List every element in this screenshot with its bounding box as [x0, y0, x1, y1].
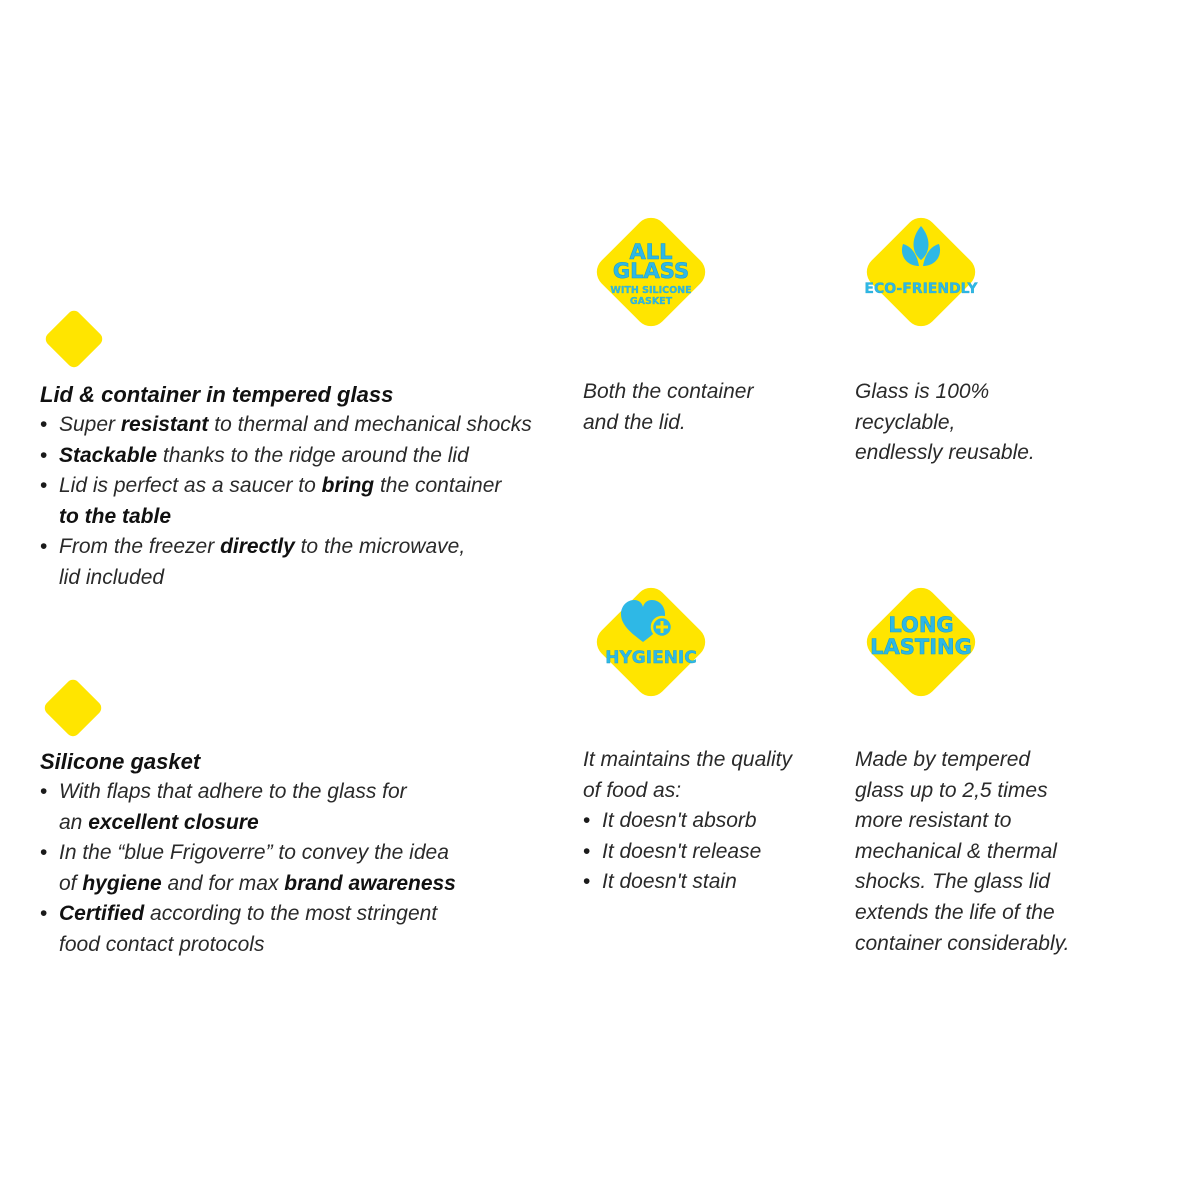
silicone-gasket-title: Silicone gasket [40, 749, 201, 774]
all-glass-line4: GASKET [630, 296, 673, 307]
long-lasting-line1: LONG [888, 613, 953, 637]
list-item: In the “blue Frigoverre” to convey the i… [40, 838, 560, 899]
list-item: With flaps that adhere to the glass fora… [40, 777, 560, 838]
list-item: From the freezer directly to the microwa… [40, 532, 570, 593]
eco-friendly-badge: ECO-FRIENDLY [851, 202, 991, 342]
leaves-icon [901, 226, 941, 266]
all-glass-line1: ALL [629, 240, 672, 264]
eco-friendly-label: ECO-FRIENDLY [864, 281, 978, 297]
list-item: Certified according to the most stringen… [40, 899, 560, 960]
tempered-glass-title: Lid & container in tempered glass [40, 382, 394, 407]
hygienic-description: It maintains the quality of food as: It … [583, 745, 833, 898]
eco-friendly-description: Glass is 100% recyclable, endlessly reus… [855, 380, 1035, 465]
list-item: Stackable thanks to the ridge around the… [40, 441, 570, 472]
all-glass-description: Both the container and the lid. [583, 380, 754, 434]
list-item: It doesn't release [583, 837, 833, 868]
hygienic-label: HYGIENIC [605, 648, 696, 668]
section-diamond-icon [41, 676, 105, 740]
heart-plus-icon [621, 600, 674, 642]
all-glass-badge: ALL GLASS WITH SILICONE GASKET [581, 202, 721, 342]
long-lasting-badge: LONG LASTING [851, 572, 991, 712]
list-item: Lid is perfect as a saucer to bring the … [40, 471, 570, 532]
all-glass-line2: GLASS [613, 259, 689, 283]
section-diamond-icon [42, 307, 106, 371]
list-item: It doesn't stain [583, 867, 833, 898]
list-item: Super resistant to thermal and mechanica… [40, 410, 570, 441]
all-glass-line3: WITH SILICONE [610, 285, 691, 296]
tempered-glass-list: Super resistant to thermal and mechanica… [40, 410, 570, 594]
long-lasting-description: Made by tempered glass up to 2,5 times m… [855, 748, 1070, 955]
long-lasting-line2: LASTING [870, 635, 972, 659]
hygienic-badge: HYGIENIC [581, 572, 721, 712]
silicone-gasket-list: With flaps that adhere to the glass fora… [40, 777, 560, 961]
hygienic-list: It doesn't absorb It doesn't release It … [583, 806, 833, 898]
list-item: It doesn't absorb [583, 806, 833, 837]
